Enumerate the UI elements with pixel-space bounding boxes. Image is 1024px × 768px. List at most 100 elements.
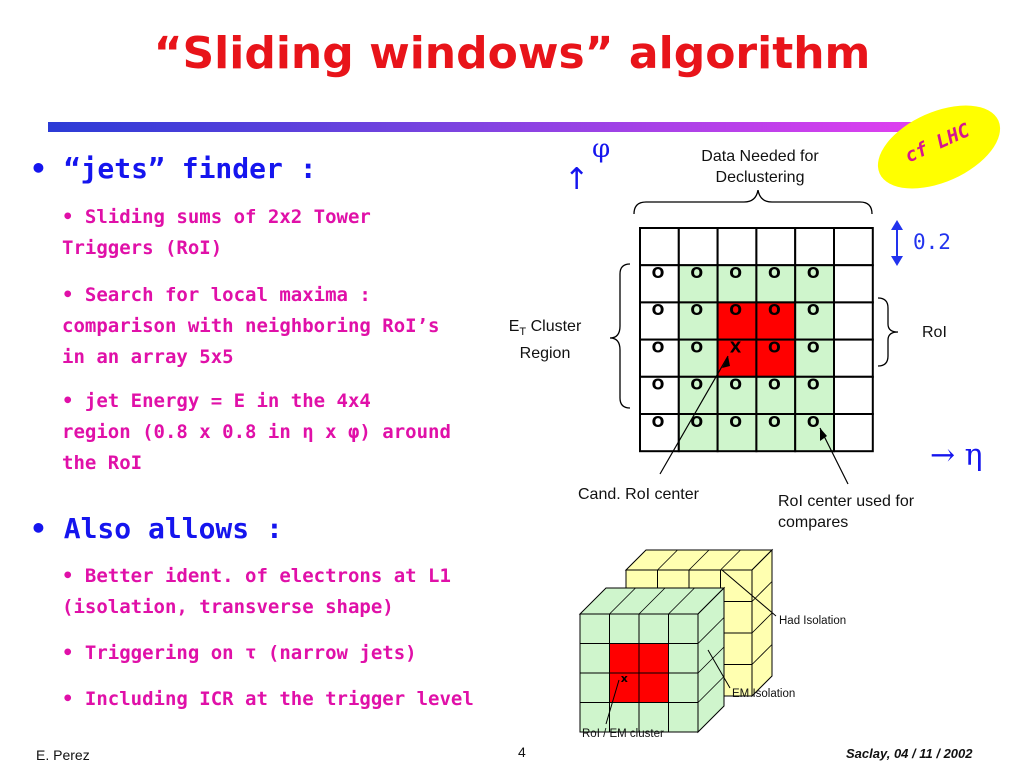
subitem-line: Triggers (RoI) [62,237,223,259]
label-line: RoI center used for [778,493,915,510]
cube-side-line [697,617,725,644]
cube-roi-mark: x [621,672,628,685]
subitem-icr: • Including ICR at the trigger level [62,684,474,715]
tower-cell [794,301,836,341]
roi-center-mark: X [730,338,742,356]
cube-cell [579,613,610,644]
tower-cell [755,338,797,378]
tower-cell [833,227,874,267]
roi-mark: O [768,264,781,282]
cube-cell [720,601,753,634]
roi-mark: O [652,264,665,282]
tower-cell [755,227,797,267]
roi-mark: O [807,264,820,282]
cube-side-line [751,644,773,665]
roi-mark: O [729,264,742,282]
roi-label: RoI [922,324,947,341]
subitem-line: • Search for local maxima : [62,284,371,306]
tower-cell [677,413,719,453]
subitem-line: • jet Energy = E in the 4x4 [62,390,371,412]
cube-cell [638,672,669,703]
bullet-jets-finder: • “jets” finder : [30,152,317,185]
data-needed-label: Data Needed for Declustering [660,146,860,188]
tower-cell [639,413,680,453]
cand-roi-pointer [659,355,729,475]
cube-top-line [609,587,636,615]
tower-cell [716,227,758,267]
roi-cluster-pointer [605,679,620,725]
roi-compare-pointer-head [820,428,827,441]
tower-cell [794,375,836,416]
cube-cell [609,613,640,644]
cf-lhc-badge: cf LHC [865,88,1013,206]
subitem-line: • Including ICR at the trigger level [62,688,474,710]
cube-cell [668,672,699,703]
had-isolation-label: Had Isolation [779,615,846,627]
roi-mark: O [768,301,781,319]
isolation-cube-diagram: x Had Isolation EM Isolation RoI / EM cl… [578,548,846,740]
tower-cell [755,413,797,453]
roi-mark: O [652,413,665,431]
label-part: E [508,318,520,335]
footer-page-number: 4 [518,744,526,760]
cube-side-line [751,612,773,634]
roi-mark: O [690,301,703,319]
bullet-label: Also allows : [63,512,283,545]
cand-roi-pointer-head [722,356,730,368]
subitem-line: • Sliding sums of 2x2 Tower [62,206,371,228]
bullet-label: “jets” finder : [63,152,317,185]
cube-top-line [668,587,695,615]
label-part: T [519,326,527,339]
cube-cell [668,702,699,733]
phi-symbol: φ [592,134,611,164]
cube-top-line [720,549,741,571]
footer-author: E. Perez [36,747,90,763]
subitem-line: comparison with neighboring RoI’s [62,315,440,337]
tower-cell [755,375,797,416]
label-line: Region [519,345,571,363]
tower-cell [833,264,874,304]
cube-cell [579,702,610,733]
tower-cell [716,338,758,378]
bullet-dot-icon: • [30,152,47,185]
label-line: compares [778,514,849,531]
cube-top-line [638,587,666,615]
tower-cell [794,338,836,378]
label-line: ET Cluster [502,316,588,343]
label-line: Data Needed for [701,148,819,165]
cube-cell [720,632,753,665]
tower-cell [677,301,719,341]
cube-cell [579,672,610,703]
cube-cell [638,613,669,644]
roi-mark: O [807,376,820,394]
subitem-sliding-sums: • Sliding sums of 2x2 Tower Triggers (Ro… [62,202,371,264]
roi-mark: O [652,376,665,394]
eta-arrow-label: → η [930,438,983,473]
roi-mark: O [768,338,781,356]
roi-mark: O [807,301,820,319]
cube-cell [638,702,669,733]
subitem-electrons: • Better ident. of electrons at L1 (isol… [62,561,451,623]
bullet-also-allows: • Also allows : [30,512,283,545]
subitem-local-maxima: • Search for local maxima : comparison w… [62,280,440,373]
cube-top-line [688,549,710,571]
roi-em-cluster-label: RoI / EM cluster [582,728,664,740]
subitem-line: (isolation, transverse shape) [62,596,394,618]
subitem-line: • Better ident. of electrons at L1 [62,565,451,587]
roi-mark: O [807,338,820,356]
tower-cell [794,413,836,453]
tower-cell [794,227,836,267]
cf-lhc-text: cf LHC [901,119,974,168]
had-isolation-pointer [721,569,777,617]
tower-cell [833,338,874,378]
tower-cell [677,227,719,267]
tower-cell [833,375,874,416]
tower-cell [755,301,797,341]
tower-cell [639,338,680,378]
roi-mark: O [690,376,703,394]
subitem-jet-energy: • jet Energy = E in the 4x4 region (0.8 … [62,386,451,479]
step-label: 0.2 [913,230,951,254]
roi-mark: O [729,376,742,394]
subitem-tau: • Triggering on τ (narrow jets) [62,638,417,669]
em-isolation-pointer [707,649,731,689]
